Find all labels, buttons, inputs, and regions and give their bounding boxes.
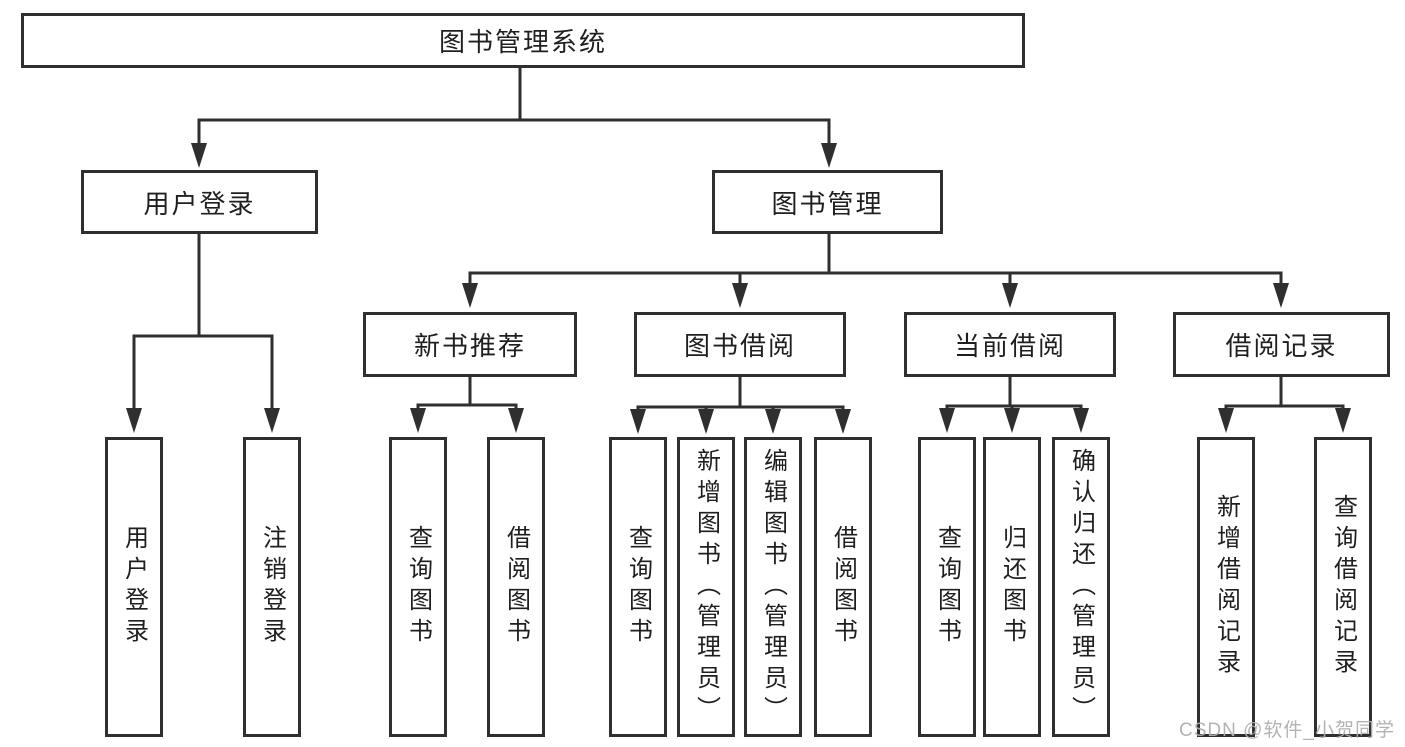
connector-borrowing-records-split	[1218, 375, 1351, 433]
leaf-confirm-return-admin: 确认归还（管理员）	[1052, 437, 1110, 737]
leaf-edit-books-admin: 编辑图书（管理员）	[744, 437, 802, 737]
leaf-borrow-books-recommend: 借阅图书	[487, 437, 545, 737]
node-library-management-system: 图书管理系统	[21, 13, 1025, 68]
node-user-login: 用户登录	[81, 170, 318, 234]
connector-current-borrowing-split	[939, 375, 1089, 433]
leaf-return-books: 归还图书	[983, 437, 1041, 737]
node-book-management: 图书管理	[712, 170, 943, 234]
leaf-search-books-current: 查询图书	[918, 437, 976, 737]
leaf-add-books-admin: 新增图书（管理员）	[677, 437, 735, 737]
leaf-search-books-recommend: 查询图书	[389, 437, 447, 737]
leaf-add-borrow-record: 新增借阅记录	[1197, 437, 1255, 737]
connector-user-login-split	[126, 232, 280, 433]
node-book-borrowing: 图书借阅	[634, 312, 846, 377]
leaf-search-books-borrowing: 查询图书	[609, 437, 667, 737]
node-borrowing-records: 借阅记录	[1173, 312, 1390, 377]
connector-book-management-to-level2	[462, 232, 1289, 308]
connector-new-book-recommend-split	[410, 375, 524, 433]
csdn-watermark: CSDN @软件_小贺同学	[1179, 720, 1395, 741]
node-new-book-recommendation: 新书推荐	[363, 312, 577, 377]
leaf-search-borrow-record: 查询借阅记录	[1314, 437, 1372, 737]
leaf-user-login: 用户登录	[105, 437, 163, 737]
connector-root-to-level1	[191, 66, 837, 168]
connector-book-borrowing-split	[630, 375, 851, 434]
leaf-borrow-books-borrowing: 借阅图书	[814, 437, 872, 737]
node-current-borrowing: 当前借阅	[904, 312, 1116, 377]
leaf-logout: 注销登录	[243, 437, 301, 737]
